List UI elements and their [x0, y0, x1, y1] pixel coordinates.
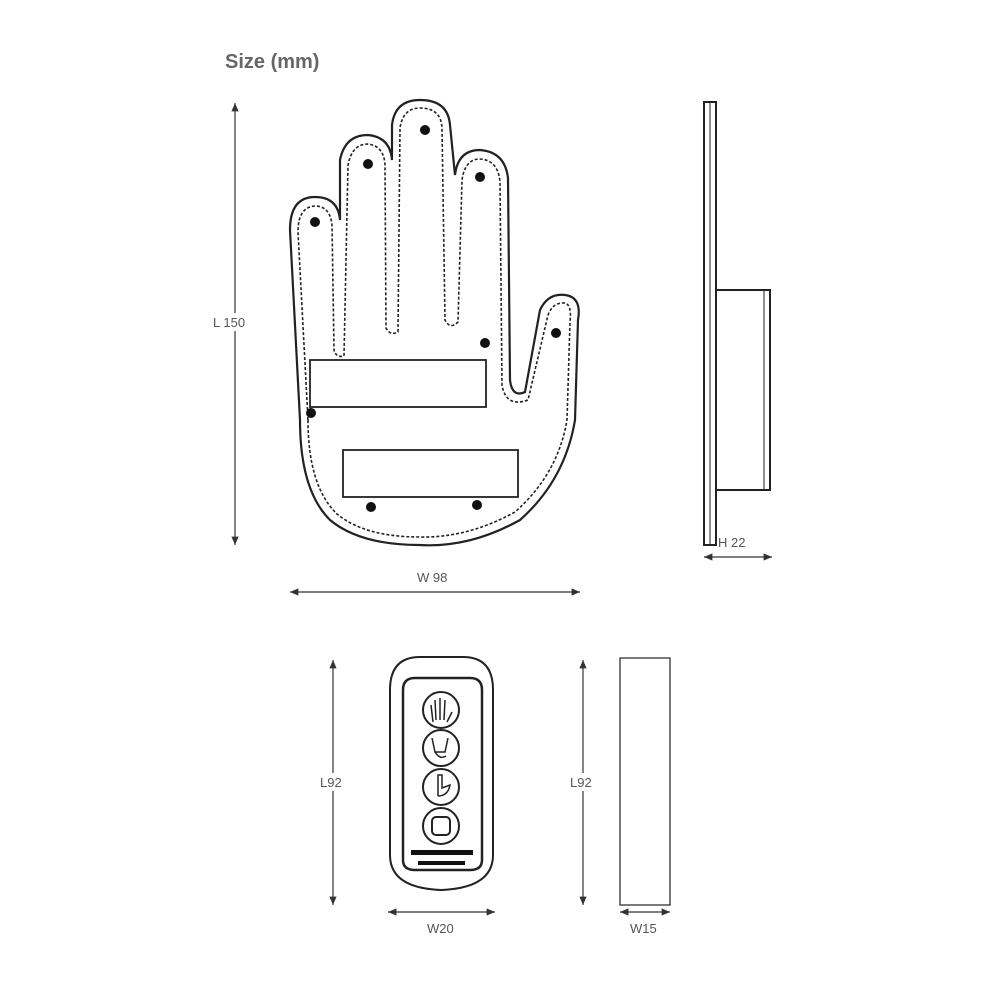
rock-hand-icon[interactable]	[422, 729, 460, 767]
side-height-label: H 22	[718, 535, 745, 550]
hand-width-label: W 98	[417, 570, 447, 585]
remote-length-label: L92	[320, 775, 342, 790]
middle-finger-icon[interactable]	[422, 768, 460, 806]
square-button-icon[interactable]	[422, 807, 460, 845]
page-title: Size (mm)	[225, 51, 319, 73]
hand-front-view	[288, 98, 580, 547]
open-hand-icon[interactable]	[422, 691, 460, 729]
mounting-dots	[306, 125, 561, 512]
remote-side-length-label: L92	[570, 775, 592, 790]
remote-side-view	[619, 657, 671, 906]
remote-side-width-label: W15	[630, 921, 657, 936]
hand-side-view	[703, 101, 771, 546]
remote-width-label: W20	[427, 921, 454, 936]
remote-front-view	[389, 656, 494, 892]
hand-length-label: L 150	[213, 315, 245, 330]
